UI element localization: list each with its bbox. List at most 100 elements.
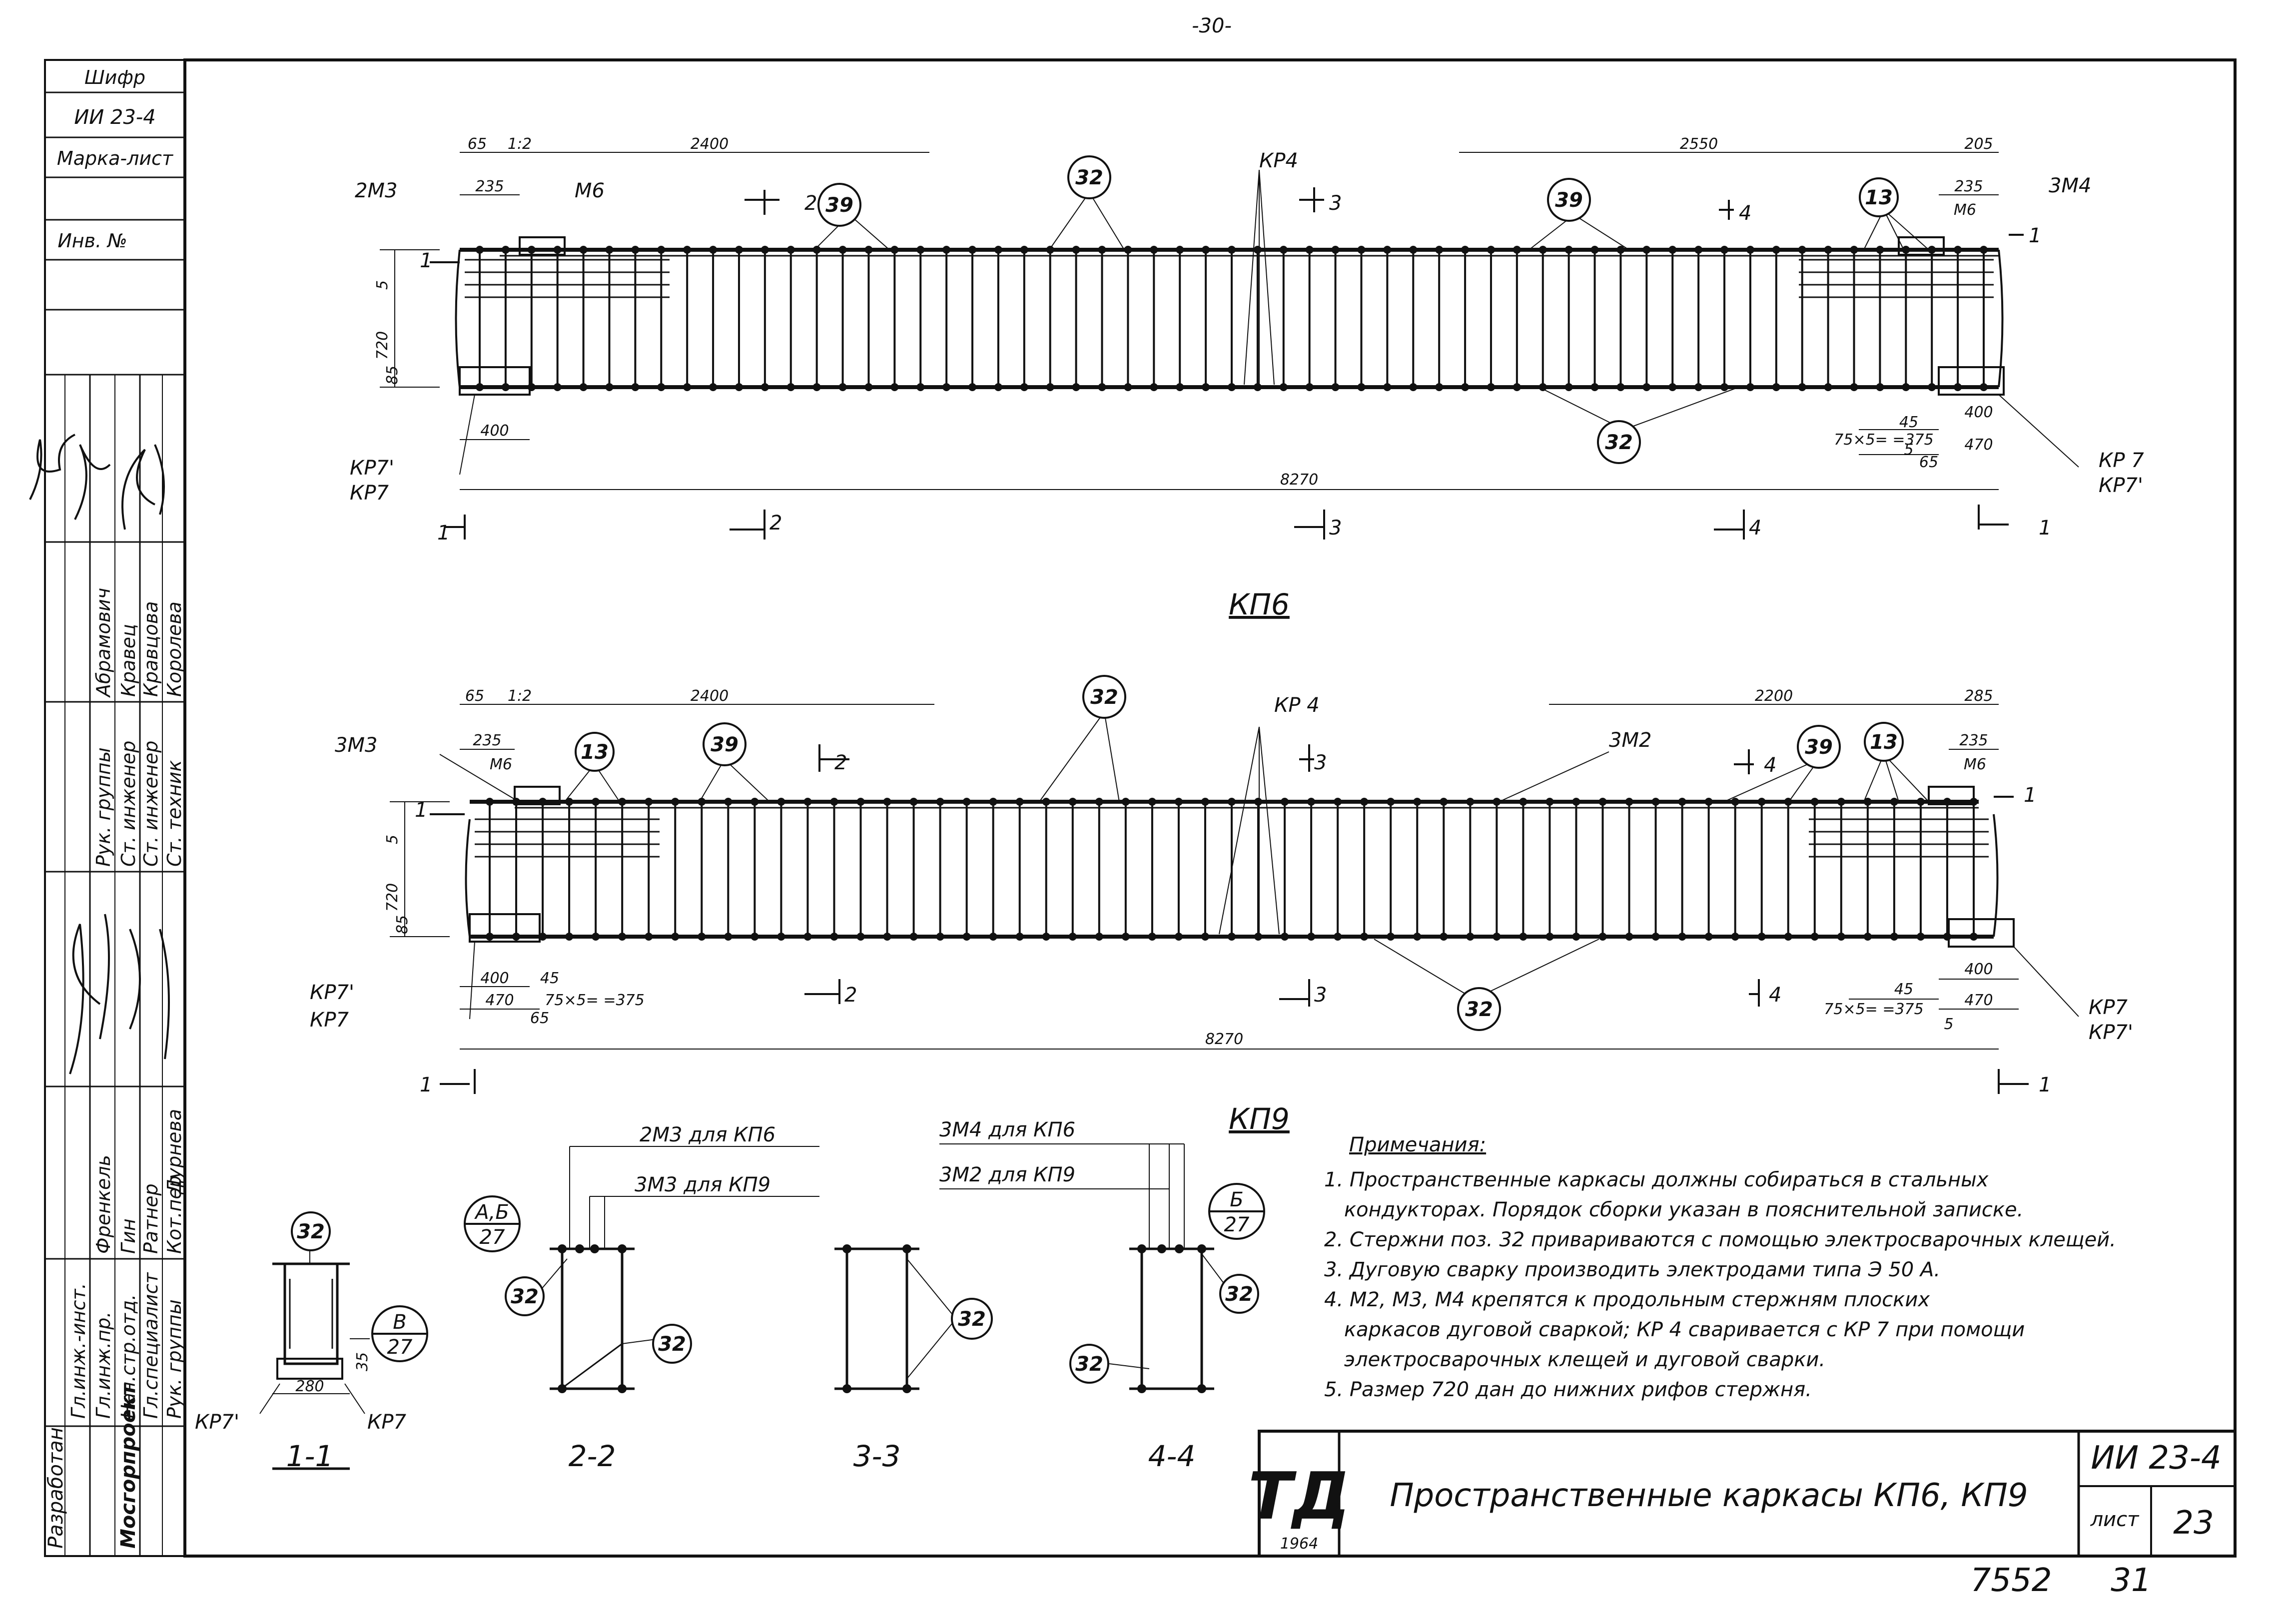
kp6-weld-dot (1461, 246, 1470, 254)
kp9-circle-13b: 13 (1870, 731, 1898, 754)
kp9-weld-dot (618, 933, 627, 941)
kp9-weld-dot (724, 798, 733, 806)
kp9-weld-dot (1863, 798, 1872, 806)
kp6-weld-dot (579, 246, 588, 254)
kp6-cut-3-bot: 3 (1329, 517, 1342, 539)
kp6-weld-dot (1824, 246, 1832, 254)
kp6-weld-dot (1435, 383, 1444, 391)
kp9-weld-dot (1598, 933, 1607, 941)
kp9-weld-dot (1307, 798, 1316, 806)
kp9-label-m2: 3М2 (1609, 729, 1651, 752)
kp6-weld-dot (1253, 246, 1262, 254)
kp9-cut-1-top: 1 (415, 799, 427, 822)
kp9-weld-dot (1440, 798, 1448, 806)
kp6-weld-dot (501, 246, 510, 254)
kp6-dim-small-3: 5 (1904, 441, 1913, 459)
kp6-weld-dot (1902, 383, 1910, 391)
kp9-weld-dot (1572, 798, 1580, 806)
kp6-weld-dot (994, 383, 1002, 391)
kp9-weld-dot (1095, 798, 1103, 806)
kp6-label-kr7-r: КР 7 (2099, 449, 2144, 472)
kp9-label-kr7-r: КР7 (2089, 996, 2128, 1019)
s11-kr7: КР7 (367, 1411, 407, 1434)
kp9-weld-dot (1281, 798, 1289, 806)
kp9-cut-4-bot: 4 (1769, 984, 1781, 1007)
name-8: Кравцова (140, 601, 162, 697)
kp9-dim-right-top: 285 (1964, 687, 1993, 705)
section-4-4-dots (1137, 1244, 1206, 1393)
kp9-weld-dot (1334, 798, 1342, 806)
kp6-weld-dot (1772, 246, 1780, 254)
kp9-dim-base: 85 (394, 915, 411, 934)
kp9-weld-dot (1360, 933, 1369, 941)
kp6-label-kr7-prime: КР7' (350, 457, 394, 480)
kp6-weld-dot (1513, 383, 1521, 391)
kp9-weld-dot (1810, 798, 1819, 806)
kp6-label-kr7-prime-r: КР7' (2099, 474, 2143, 497)
section-2-2-callouts (464, 1195, 692, 1364)
kp9-weld-dot (777, 933, 785, 941)
kp9-weld-dot (1201, 933, 1209, 941)
kp9-weld-dot (1678, 798, 1686, 806)
kp6-dim-total: 8270 (1280, 471, 1318, 489)
kp6-cut-1r-bot: 1 (2039, 517, 2051, 539)
kp6-weld-dot (838, 383, 847, 391)
s11-title: 1-1 (286, 1439, 334, 1473)
kp9-label-kr4: КР 4 (1274, 694, 1320, 717)
kp6-weld-dot (1746, 246, 1754, 254)
kp6-weld-dot (1331, 383, 1340, 391)
kp6-cut-2-bot: 2 (769, 512, 782, 535)
kp6-weld-dot (1590, 246, 1599, 254)
kp9-weld-dot (1068, 933, 1077, 941)
s44-ref-bot: 27 (1224, 1213, 1250, 1236)
s44-circle1: 32 (1225, 1283, 1253, 1306)
kp9-circle-32a: 32 (1090, 686, 1118, 709)
kp6-weld-dot (1954, 246, 1962, 254)
kp6-weld-dot (735, 383, 743, 391)
kp9-weld-dot (645, 798, 653, 806)
kp9-weld-dot (1121, 933, 1130, 941)
kp6-dim-right-bottom-2: 470 (1964, 436, 1993, 454)
kp6-weld-dot (735, 246, 743, 254)
kp6-weld-dot (1046, 246, 1054, 254)
kp6-weld-dot (501, 383, 510, 391)
kp6-weld-dot (1538, 246, 1547, 254)
note-line-8: 5. Размер 720 дан до нижних рифов стержн… (1324, 1378, 1812, 1401)
kp6-weld-dot (1409, 383, 1418, 391)
kp6-weld-dot (1202, 246, 1210, 254)
kp6-weld-dot (1902, 246, 1910, 254)
s11-small: 35 (354, 1352, 371, 1371)
section-4-4-texts: 3М4 для КП6 3М2 для КП9 Б 27 32 32 4-4 (939, 1118, 1253, 1473)
kp6-dim-height: 720 (374, 331, 391, 360)
kp9-cut-4-top: 4 (1764, 754, 1776, 777)
kp6-weld-dot (1694, 383, 1703, 391)
kp6-stirrups (476, 246, 1988, 391)
kp9-dim-left-bottom-2: 470 (485, 992, 514, 1009)
kp6-weld-dot (1020, 383, 1028, 391)
s11-ref-top: В (393, 1311, 406, 1334)
kp9-dim-left-box: 1:2 (508, 687, 532, 705)
kp9-weld-dot (1148, 933, 1156, 941)
s22-ref-top: А,Б (474, 1201, 509, 1224)
kp9-dim-left-top: 65 (465, 687, 484, 705)
notes: Примечания: 1. Пространственные каркасы … (1324, 1133, 2116, 1401)
kp6-weld-dot (1072, 383, 1080, 391)
kp6-weld-dot (786, 246, 795, 254)
kp6-weld-dot (1150, 383, 1158, 391)
footer-number: 7552 (1971, 1562, 2052, 1599)
kp6-label-m6r: М6 (1954, 201, 1976, 219)
kp9-dim-small-1: 45 (540, 970, 559, 987)
kp9-circle-13a: 13 (581, 741, 609, 764)
kp9-dim-right-pitch: 75×5= =375 (1824, 1001, 1923, 1018)
kp6-weld-dot (916, 383, 925, 391)
kp9-weld-dot (1281, 933, 1289, 941)
kp9-weld-dot (909, 933, 918, 941)
kp9-weld-dot (512, 798, 521, 806)
kp9-weld-dot (1943, 933, 1951, 941)
kp9-weld-dot (751, 933, 759, 941)
kp9-dim-small-3: 45 (1894, 981, 1913, 998)
role-1: Гл.инж.-инст. (67, 1283, 89, 1419)
kp6-weld-dot (1383, 383, 1392, 391)
note-line-6: каркасов дуговой сваркой; КР 4 сваривает… (1344, 1318, 2025, 1341)
